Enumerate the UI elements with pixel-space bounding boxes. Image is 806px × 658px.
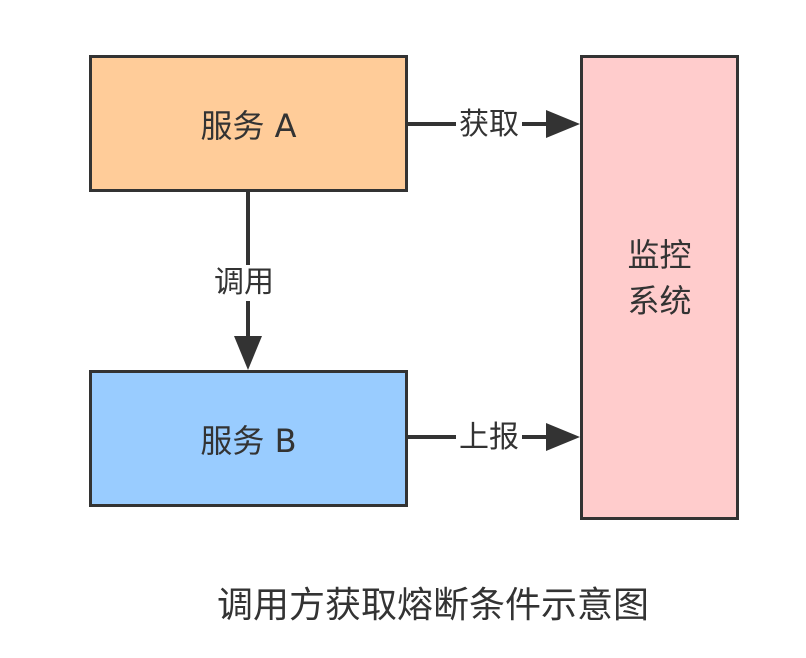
edge-call-arrowhead [234, 336, 262, 370]
edge-fetch-arrowhead [546, 110, 580, 138]
diagram-caption: 调用方获取熔断条件示意图 [216, 585, 649, 626]
edge-fetch-label: 获取 [456, 107, 522, 143]
monitor-system-node: 监控系统 [580, 55, 739, 520]
monitor-system-label: 监控系统 [627, 235, 692, 320]
edge-report-arrowhead [546, 423, 580, 451]
edge-call-label: 调用 [211, 265, 277, 301]
service-b-label: 服务 B [200, 421, 297, 460]
service-a-label: 服务 A [200, 106, 297, 145]
service-b-node: 服务 B [89, 370, 408, 507]
edge-report-label: 上报 [456, 420, 522, 456]
service-a-node: 服务 A [89, 55, 408, 192]
